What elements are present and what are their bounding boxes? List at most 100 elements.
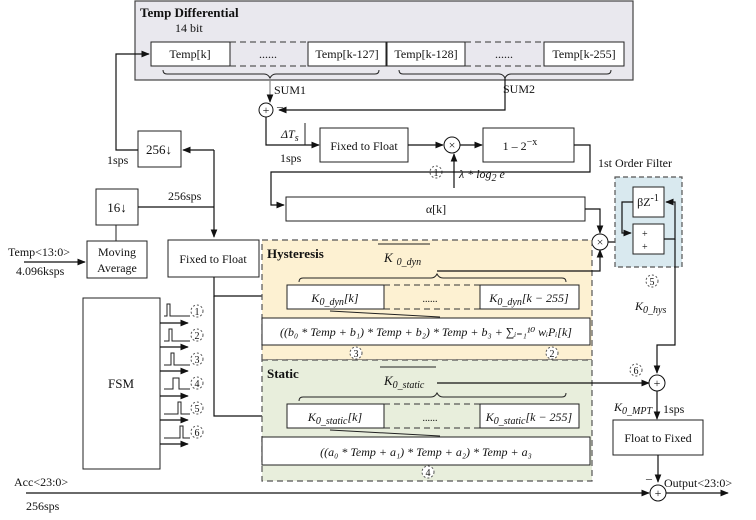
float-to-fixed-block xyxy=(612,419,704,456)
register-dash-1 xyxy=(230,41,308,67)
output-minus: – xyxy=(645,471,653,485)
fsm-pulse-6 xyxy=(164,425,190,439)
k0-static-cell-last-label: K0_static[k − 255] xyxy=(485,410,573,427)
fsm-pulse-1 xyxy=(164,303,190,317)
alpha-to-multiplier xyxy=(585,208,604,234)
wire-to-alpha xyxy=(270,144,591,209)
k0-dyn-dash xyxy=(384,284,480,310)
register-cell-label: Temp[k-128] xyxy=(394,47,457,61)
hysteresis-formula-block xyxy=(261,317,591,346)
marker-5: 5 xyxy=(650,277,655,288)
fixed-to-float-label-1: Fixed to Float xyxy=(330,139,398,153)
static-marker-4-circle xyxy=(421,465,435,479)
filter-loop-wire xyxy=(664,198,676,240)
alpha-k-label: α[k] xyxy=(426,202,446,216)
hyst-marker-3: 3 xyxy=(354,349,359,360)
fsm-marker-4: 4 xyxy=(195,379,200,390)
multiply-icon: × xyxy=(449,138,456,152)
static-title: Static xyxy=(267,366,299,381)
alpha-k-block xyxy=(285,196,586,222)
register-ellipsis-1: ...... xyxy=(259,47,277,61)
delay-label: βZ-1 xyxy=(637,193,659,209)
hysteresis-avg-to-multiplier xyxy=(437,249,604,272)
register-cell-temp-k-128 xyxy=(386,41,466,67)
k0-dyn-ellipsis: ...... xyxy=(423,294,438,305)
delta-t-label: ΔTs xyxy=(280,127,299,144)
decimated-to-register-wire xyxy=(115,50,150,151)
k0-static-ellipsis: ...... xyxy=(423,413,438,424)
rate-1sps-mpt: 1sps xyxy=(663,402,685,416)
hysteresis-formula: ((b₀ * Temp + b₁) * Temp + b₂) * Temp + … xyxy=(280,325,572,339)
temp-differential-title: Temp Differential xyxy=(140,5,239,20)
bit-width-label: 14 bit xyxy=(175,21,203,35)
fixed-to-float-block-1 xyxy=(319,127,409,163)
float-to-fixed-label: Float to Fixed xyxy=(624,431,691,445)
acc-rate-label: 256sps xyxy=(26,499,60,513)
marker-6: 6 xyxy=(634,366,639,377)
temp-differential-background xyxy=(134,0,634,81)
fsm-pulse-5 xyxy=(164,401,190,415)
register-cell-temp-k-127 xyxy=(307,41,387,67)
register-cell-temp-k-255 xyxy=(543,41,625,67)
formula-feed-line xyxy=(329,310,441,318)
adder-plus-icon: + xyxy=(263,103,270,117)
register-cell-label: Temp[k-127] xyxy=(315,47,378,61)
fsm-marker-1: 1 xyxy=(195,307,200,318)
fsm-marker-3: 3 xyxy=(195,355,200,366)
rate-1sps-decim: 1sps xyxy=(107,153,129,167)
sum2-label: SUM2 xyxy=(503,82,535,96)
one-minus-exp-block xyxy=(482,127,575,163)
sum1-label: SUM1 xyxy=(274,83,306,97)
k0-dyn-cell-last-label: K0_dyn[k − 255] xyxy=(488,291,569,308)
multiply-icon: × xyxy=(597,235,604,249)
static-region: Static K0_static K0_static[k] ...... K0_… xyxy=(261,359,650,482)
adder-plus-icon: + xyxy=(654,376,661,390)
static-marker-4: 4 xyxy=(426,468,431,479)
fsm-marker-6-circle xyxy=(190,425,204,439)
temp-differential-region: Temp Differential 14 bit Temp[k] ...... … xyxy=(134,0,634,113)
fsm-marker-5: 5 xyxy=(195,404,200,415)
fsm-pulse-4 xyxy=(164,377,190,390)
fixed-to-float-label-2: Fixed to Float xyxy=(179,252,247,266)
filter-title: 1st Order Filter xyxy=(598,156,672,170)
fsm-marker-2-circle xyxy=(190,328,204,342)
fsm-marker-2: 2 xyxy=(195,331,200,342)
moving-average-label-2: Average xyxy=(97,261,137,275)
decimator-256-block xyxy=(137,130,182,168)
k0-mpt-label: K0_MPT xyxy=(613,400,653,417)
decimator-256-label: 256↓ xyxy=(146,142,172,157)
temp-input-label: Temp<13:0> xyxy=(8,245,70,259)
hyst-marker-2: 2 xyxy=(550,349,555,360)
fsm-marker-4-circle xyxy=(190,376,204,390)
marker-5-circle xyxy=(645,274,659,288)
hyst-marker-3-circle xyxy=(349,346,363,360)
static-formula-block xyxy=(261,436,591,466)
filter-adder-block xyxy=(632,223,665,255)
output-label: Output<23:0> xyxy=(664,476,732,490)
static-formula-feed-line xyxy=(329,429,441,437)
hysteresis-brace xyxy=(298,272,567,283)
register-cell-temp-k xyxy=(150,41,231,67)
filter-plus-icon: + xyxy=(642,229,648,240)
moving-average-label-1: Moving xyxy=(98,245,136,259)
marker-1: 1 xyxy=(434,168,439,179)
marker-6-circle xyxy=(629,363,643,377)
minus-sign: – xyxy=(276,99,284,113)
static-brace xyxy=(298,391,567,402)
register-ellipsis-2: ...... xyxy=(495,47,513,61)
one-minus-exp-label: 1 – 2−x xyxy=(503,137,538,153)
decimator-16-label: 16↓ xyxy=(107,200,127,215)
filter-plus-icon-2: + xyxy=(642,242,648,253)
k0-static-cell-first xyxy=(286,403,385,429)
register-dash-2 xyxy=(465,41,544,67)
delay-block xyxy=(632,186,665,218)
k0-static-cell-first-label: K0_static[k] xyxy=(307,410,363,427)
static-formula: ((a₀ * Temp + a₁) * Temp + a₂) * Temp + … xyxy=(320,445,532,459)
fsm-marker-6: 6 xyxy=(195,428,200,439)
fsm-label: FSM xyxy=(108,376,134,391)
